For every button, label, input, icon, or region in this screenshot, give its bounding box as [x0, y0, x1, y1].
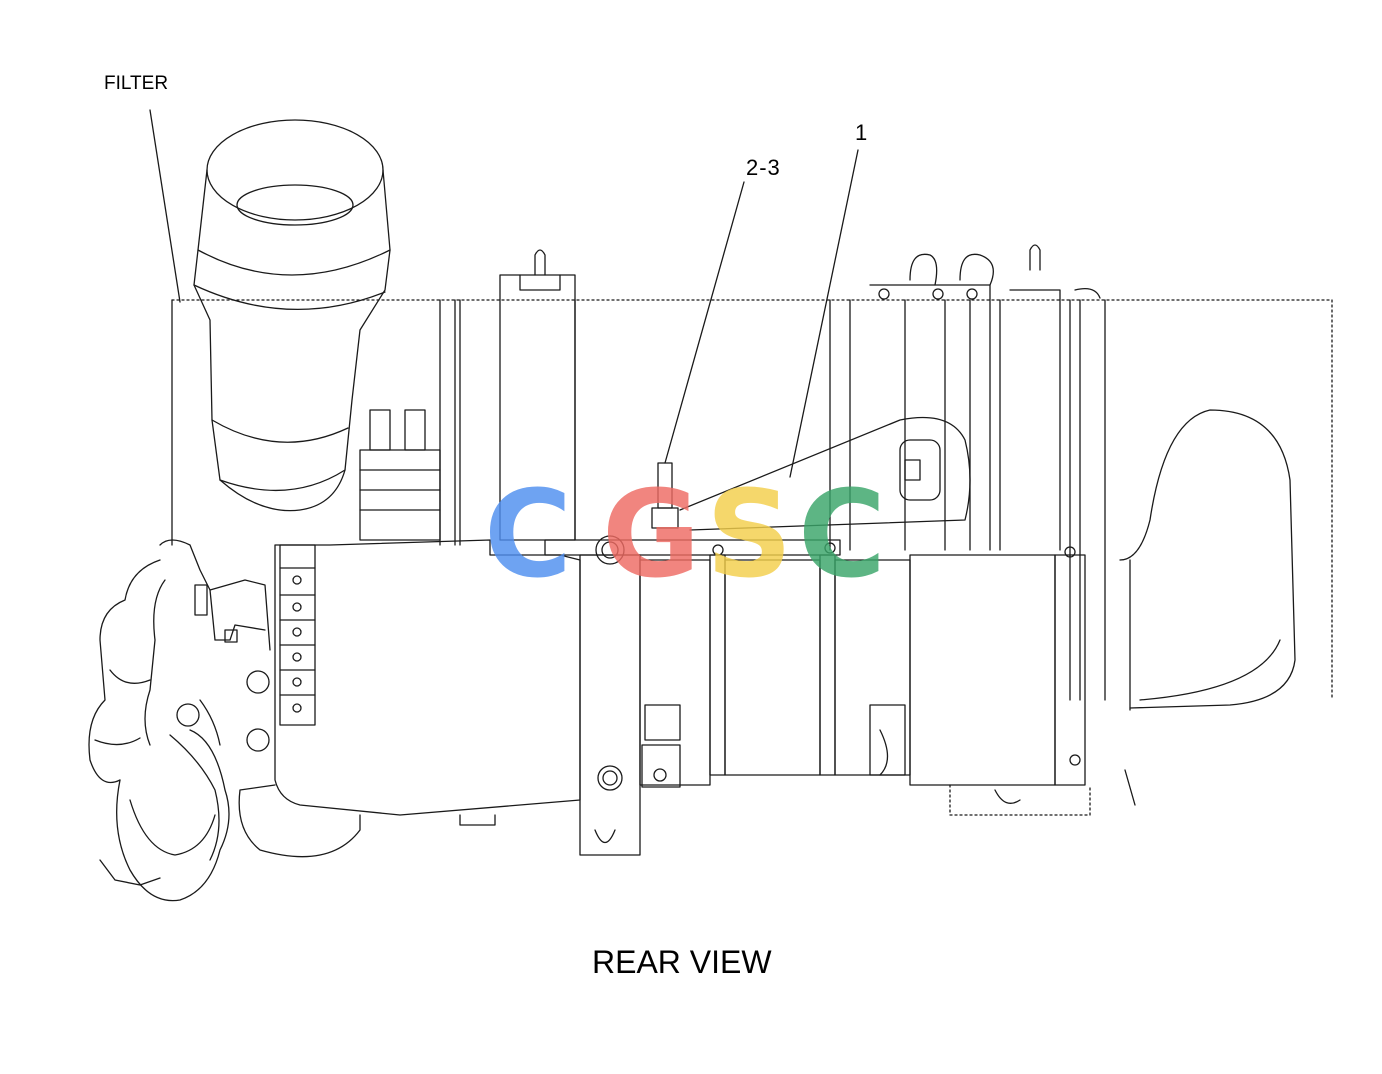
main-housing: [172, 245, 1332, 700]
part-2-3-leader-line: [665, 182, 744, 463]
bracket-arm: [680, 418, 970, 531]
part-1-leader-line: [790, 150, 858, 477]
filter-leader-line: [150, 110, 180, 302]
watermark-letter-c: C: [484, 466, 573, 605]
part-1-label: 1: [855, 120, 868, 145]
watermark-letter-s: S: [706, 466, 793, 605]
watermark-letter-c-2: C: [798, 466, 887, 605]
part-2-3-label: 2-3: [746, 155, 781, 180]
watermark-letter-g: G: [602, 466, 701, 605]
right-duct: [1120, 410, 1295, 710]
center-module: [545, 536, 1135, 855]
hose-cluster: [89, 540, 270, 901]
view-caption: REAR VIEW: [592, 944, 772, 980]
filter-label: FILTER: [104, 73, 169, 94]
left-housing: [239, 540, 580, 857]
